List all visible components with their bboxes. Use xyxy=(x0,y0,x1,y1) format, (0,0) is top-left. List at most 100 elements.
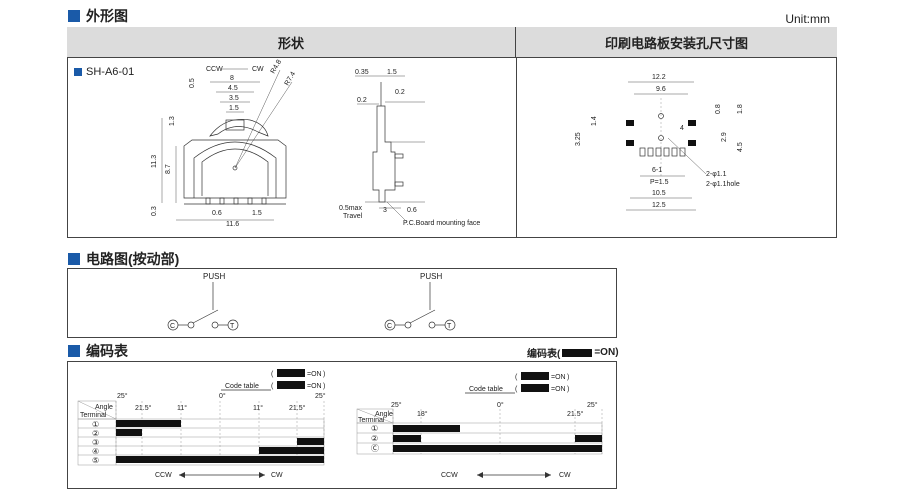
side-view-drawing: 0.35 1.5 0.2 0.2 0.5max Travel 3 0.6 P.C… xyxy=(339,69,480,227)
angle-label: 0° xyxy=(497,401,504,409)
dim-label: 3.5 xyxy=(229,95,239,102)
code-table-2: ( =ON ) Code table ( =ON ) 25° 18° 0° 21… xyxy=(356,372,603,479)
arrow-left-icon xyxy=(477,472,483,478)
angle-label: 0° xyxy=(219,392,226,400)
angle-label: 25° xyxy=(391,401,402,409)
legend-bar-icon xyxy=(277,369,305,377)
model-bullet-icon xyxy=(74,68,82,76)
front-view-drawing: CCW CW 8 4.5 3.5 1.5 0.5 R4.8 R7.4 1.3 1… xyxy=(151,59,297,228)
section-bullet-icon xyxy=(68,10,80,22)
pcb-header: 印刷电路板安装孔尺寸图 xyxy=(516,27,837,58)
dim-label: CCW xyxy=(206,66,223,73)
on-bar xyxy=(393,435,421,442)
svg-text:=ON: =ON xyxy=(307,383,322,390)
dim-label: 0.2 xyxy=(357,97,367,104)
mount-pad xyxy=(626,120,634,126)
legend-bar-icon xyxy=(277,381,305,389)
ccw-label: CCW xyxy=(155,472,172,479)
pcb-face-label: P.C.Board mounting face xyxy=(403,220,480,227)
on-bar xyxy=(393,425,460,432)
svg-text:): ) xyxy=(567,374,569,381)
outline-section-title: 外形图 xyxy=(68,6,128,26)
svg-text:(: ( xyxy=(271,371,274,378)
angle-label: 18° xyxy=(417,410,428,418)
dim-label: 3.25 xyxy=(575,132,582,146)
dim-label: 0.2 xyxy=(395,89,405,96)
section-bullet-icon xyxy=(68,345,80,357)
arrow-right-icon xyxy=(259,472,265,478)
legend-bar-icon xyxy=(521,384,549,392)
terminal-t-icon xyxy=(227,319,239,331)
terminal-label: ② xyxy=(92,429,99,438)
dim-label: 8.7 xyxy=(165,164,172,174)
code-legend: 编码表( =ON ) xyxy=(527,347,619,360)
dim-label: 0.5max xyxy=(339,205,362,212)
dim-label: 1.8 xyxy=(737,104,744,114)
terminal-t-label: T xyxy=(230,323,235,330)
cw-label: CW xyxy=(271,472,283,479)
dim-label: 2-φ1.1hole xyxy=(706,181,740,188)
push-label: PUSH xyxy=(420,272,442,281)
code-table-label: Code table xyxy=(225,383,259,390)
section-bullet-icon xyxy=(68,253,80,265)
svg-text:): ) xyxy=(323,371,325,378)
contact-icon xyxy=(211,321,219,329)
terminal-header: Terminal xyxy=(358,417,385,424)
dim-label: 2.9 xyxy=(721,132,728,142)
terminal-label: ④ xyxy=(92,447,99,456)
code-table-1: ( =ON ) Code table ( =ON ) 25° 21.5° 11°… xyxy=(77,369,326,479)
legend-bar-icon xyxy=(562,348,593,357)
dim-label: R4.8 xyxy=(270,59,284,75)
terminal-hole xyxy=(639,147,646,157)
mount-pad xyxy=(688,140,696,146)
terminal-t-icon xyxy=(444,319,456,331)
terminal-c-label: C xyxy=(387,323,392,330)
dim-label: 1.5 xyxy=(252,210,262,217)
dim-label: 11.3 xyxy=(151,155,158,168)
dim-label: 0.6 xyxy=(212,210,222,217)
outline-divider xyxy=(516,58,517,238)
on-bar xyxy=(116,456,324,463)
dim-label: 0.3 xyxy=(151,206,158,216)
pcb-layout-drawing: 12.2 9.6 0.8 1.8 1.4 3.25 4 2.9 4.5 6-1 … xyxy=(575,74,744,211)
dim-label: 12.2 xyxy=(652,74,666,81)
circuit-box xyxy=(67,268,617,338)
dim-label: P=1.5 xyxy=(650,179,669,186)
terminal-hole xyxy=(679,147,686,157)
knob-shape xyxy=(209,119,269,137)
dim-label: 4.5 xyxy=(228,85,238,92)
svg-text:(: ( xyxy=(515,374,518,381)
angle-header: Angle xyxy=(375,411,393,418)
shape-header: 形状 xyxy=(67,27,516,58)
arrow-right-icon xyxy=(545,472,551,478)
contact-icon xyxy=(404,321,412,329)
terminal-header: Terminal xyxy=(80,412,107,419)
svg-text:=ON: =ON xyxy=(307,371,322,378)
svg-text:=ON: =ON xyxy=(551,374,566,381)
dim-label: 8 xyxy=(230,75,234,82)
terminal-label: ① xyxy=(92,420,99,429)
dim-label: 3 xyxy=(383,207,387,214)
on-bar xyxy=(116,429,142,436)
svg-text:(: ( xyxy=(271,383,274,390)
dim-label: 11.6 xyxy=(226,221,239,228)
unit-label: Unit:mm xyxy=(785,12,830,26)
terminal-hole xyxy=(671,147,678,157)
terminal-label: Ⓒ xyxy=(371,444,379,453)
angle-label: 11° xyxy=(177,404,187,412)
dim-label: 9.6 xyxy=(656,86,666,93)
svg-text:(: ( xyxy=(515,386,518,393)
circuit-section-title: 电路图(按动部) xyxy=(68,249,179,269)
dim-label: 1.4 xyxy=(591,116,598,126)
dim-label: 0.35 xyxy=(355,69,369,76)
dim-label: 6-1 xyxy=(652,167,662,174)
contact-icon xyxy=(187,321,195,329)
dim-label: 1.5 xyxy=(387,69,397,76)
on-bar xyxy=(297,438,324,445)
angle-label: 25° xyxy=(587,401,598,409)
dim-label: 2-φ1.1 xyxy=(706,171,727,178)
dim-label: 1.3 xyxy=(169,116,176,126)
mount-pad xyxy=(626,140,634,146)
contact-icon xyxy=(428,321,436,329)
terminal-hole xyxy=(655,147,662,157)
